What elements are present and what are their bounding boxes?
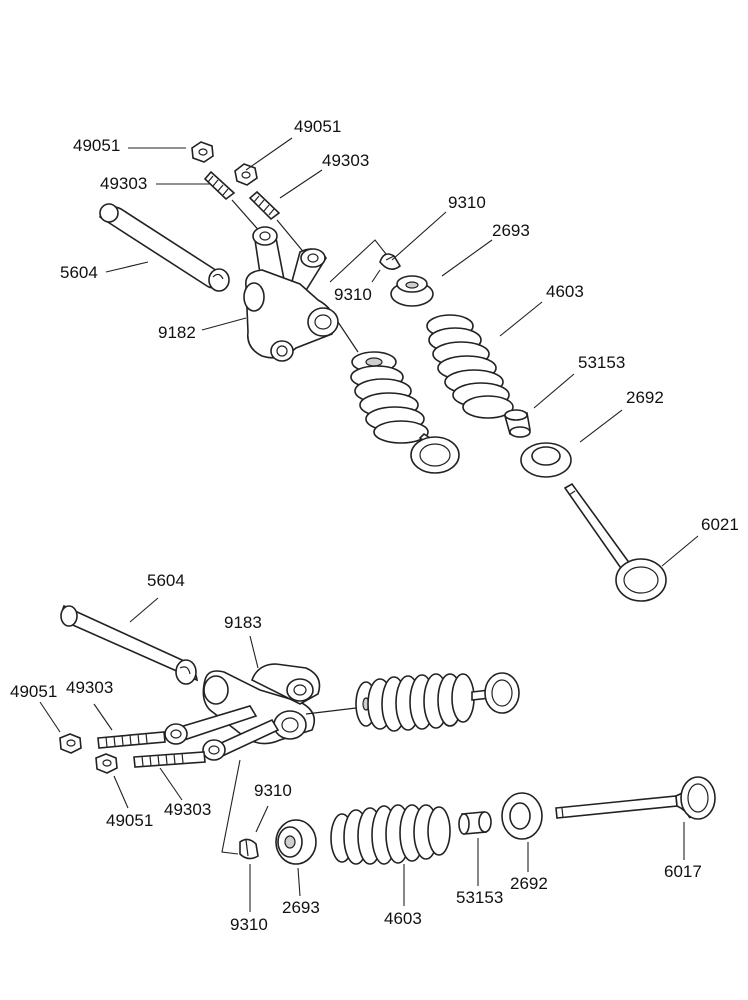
upper-valve [563, 482, 667, 602]
upper-lock-nut-b [234, 163, 258, 186]
lower-installed-spring [355, 672, 520, 732]
label-upper-49051-a: 49051 [73, 136, 120, 155]
upper-valve-spring [426, 314, 514, 419]
lower-rocker-shaft [60, 604, 198, 685]
upper-rocker-arm [243, 226, 339, 362]
label-upper-5604: 5604 [60, 263, 98, 282]
label-lower-9310-b: 9310 [230, 915, 268, 934]
lower-rocker-arm [164, 663, 321, 761]
upper-rocker-shaft [98, 203, 230, 292]
lower-valve-seal [458, 811, 492, 835]
upper-assembly: 49051 49051 49303 49303 9310 9310 2693 4… [60, 117, 739, 602]
label-lower-49051-a: 49051 [10, 682, 57, 701]
label-upper-4603: 4603 [546, 282, 584, 301]
lower-assembly: 5604 9183 49051 49303 49051 49303 9310 9… [10, 571, 716, 934]
lower-valve-spring [330, 804, 451, 865]
upper-valve-seal [503, 409, 531, 438]
label-lower-5604: 5604 [147, 571, 185, 590]
upper-adjusting-screw-a [203, 170, 236, 201]
lower-valve [555, 776, 716, 820]
upper-spring-seat [520, 442, 572, 478]
label-upper-53153: 53153 [578, 353, 625, 372]
label-lower-49303-a: 49303 [66, 678, 113, 697]
lower-adjusting-screw-a [97, 731, 166, 749]
label-upper-49051-b: 49051 [294, 117, 341, 136]
label-upper-9182: 9182 [158, 323, 196, 342]
lower-spring-seat [501, 792, 543, 840]
upper-lock-nut-a [191, 141, 214, 163]
label-lower-6017: 6017 [664, 862, 702, 881]
lower-lock-nut-a [59, 733, 82, 754]
label-upper-9310-b: 9310 [334, 285, 372, 304]
label-upper-49303-a: 49303 [100, 174, 147, 193]
label-lower-49051-b: 49051 [106, 811, 153, 830]
label-upper-9310-a: 9310 [448, 193, 486, 212]
label-upper-6021: 6021 [701, 515, 739, 534]
lower-adjusting-screw-b [133, 751, 206, 768]
label-lower-2692: 2692 [510, 874, 548, 893]
label-upper-2693: 2693 [492, 221, 530, 240]
upper-installed-spring [337, 321, 460, 474]
label-upper-2692: 2692 [626, 388, 664, 407]
label-upper-49303-b: 49303 [322, 151, 369, 170]
lower-lock-nut-b [95, 753, 118, 774]
label-lower-2693: 2693 [282, 898, 320, 917]
upper-adjusting-screw-b [248, 190, 281, 221]
label-lower-53153: 53153 [456, 888, 503, 907]
lower-spring-retainer [275, 819, 317, 865]
upper-spring-retainer [390, 275, 434, 307]
label-lower-9310-a: 9310 [254, 781, 292, 800]
lower-valve-clip [239, 838, 259, 860]
label-lower-4603: 4603 [384, 909, 422, 928]
label-lower-9183: 9183 [224, 613, 262, 632]
label-lower-49303-b: 49303 [164, 800, 211, 819]
